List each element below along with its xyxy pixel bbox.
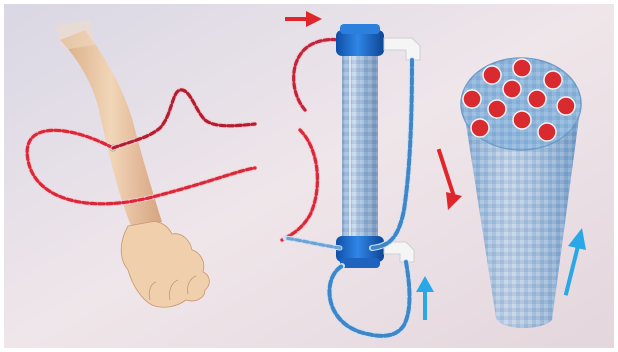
- fiber-lumen: [488, 100, 506, 118]
- fiber-lumen: [538, 123, 556, 141]
- fiber-lumen: [483, 66, 501, 84]
- fiber-lumen: [513, 111, 531, 129]
- fiber-lumen: [528, 90, 546, 108]
- fiber-lumen: [544, 71, 562, 89]
- fiber-lumen: [471, 119, 489, 137]
- fiber-lumen: [463, 90, 481, 108]
- fiber-lumen: [503, 80, 521, 98]
- fiber-lumen: [513, 59, 531, 77]
- fiber-lumen: [557, 97, 575, 115]
